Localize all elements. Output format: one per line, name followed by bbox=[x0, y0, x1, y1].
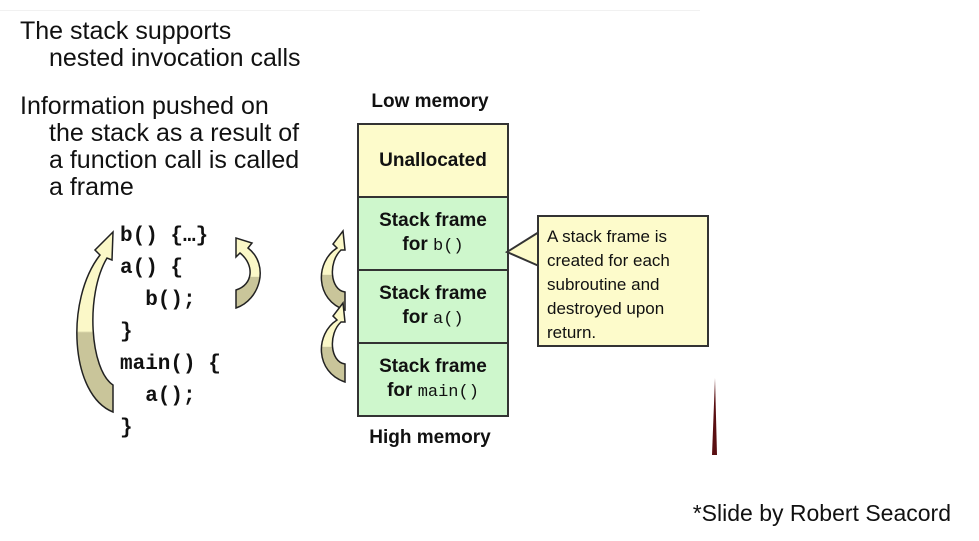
cell-prefix: for bbox=[387, 379, 418, 401]
function-name: b() bbox=[433, 236, 464, 256]
code-line: } bbox=[120, 321, 133, 344]
cell-subtitle: for b() bbox=[402, 233, 463, 259]
code-line: b() {…} bbox=[120, 225, 209, 248]
slide-top-border bbox=[0, 10, 700, 11]
bullet-text: The stack supports bbox=[20, 17, 232, 45]
push-arrow-icon bbox=[320, 229, 346, 312]
push-arrow-icon bbox=[320, 301, 346, 384]
code-line: a() { bbox=[120, 257, 184, 280]
callout-pointer bbox=[505, 231, 540, 267]
cell-title: Stack frame bbox=[379, 282, 487, 304]
callout-box: A stack frame is created for each subrou… bbox=[537, 215, 709, 347]
callout-line: subroutine and bbox=[547, 275, 660, 294]
low-memory-label: Low memory bbox=[371, 91, 489, 112]
code-line: main() { bbox=[120, 353, 221, 376]
cell-subtitle: for a() bbox=[402, 306, 463, 332]
code-line: b(); bbox=[120, 289, 196, 312]
bullet-text: Information pushed on bbox=[20, 92, 269, 120]
bullet-text: nested invocation calls bbox=[49, 44, 301, 72]
function-name: main() bbox=[417, 382, 479, 402]
callout-line: created for each bbox=[547, 251, 670, 270]
stack-frame-b: Stack frame for b() bbox=[359, 196, 507, 269]
cell-subtitle: for main() bbox=[387, 379, 479, 405]
code-line: } bbox=[120, 417, 133, 440]
cell-title: Unallocated bbox=[379, 149, 487, 171]
bullet-text: a frame bbox=[49, 173, 134, 201]
function-name: a() bbox=[433, 309, 464, 329]
stack-frame-a: Stack frame for a() bbox=[359, 269, 507, 342]
cell-title: Stack frame bbox=[379, 209, 487, 231]
high-memory-label: High memory bbox=[369, 427, 491, 448]
cell-title: Stack frame bbox=[379, 355, 487, 377]
callout-line: A stack frame is bbox=[547, 227, 667, 246]
call-arrow-icon bbox=[76, 230, 114, 414]
bullet-text: the stack as a result of bbox=[49, 119, 300, 147]
stack-cell-unallocated: Unallocated bbox=[359, 125, 507, 196]
stack-diagram: Unallocated Stack frame for b() Stack fr… bbox=[357, 123, 509, 417]
callout-line: return. bbox=[547, 323, 597, 342]
stack-frame-main: Stack frame for main() bbox=[359, 342, 507, 415]
bullet-stack-supports: The stack supports nested invocation cal… bbox=[20, 18, 301, 72]
callout-line: destroyed upon bbox=[547, 299, 665, 318]
bullet-information-pushed: Information pushed on the stack as a res… bbox=[20, 93, 299, 201]
bullet-text: a function call is called bbox=[49, 146, 300, 174]
cell-prefix: for bbox=[402, 306, 433, 328]
decorative-mark bbox=[712, 378, 717, 455]
return-arrow-icon bbox=[235, 236, 261, 310]
code-line: a(); bbox=[120, 385, 196, 408]
cell-prefix: for bbox=[402, 233, 433, 255]
slide-credit: *Slide by Robert Seacord bbox=[692, 500, 951, 526]
